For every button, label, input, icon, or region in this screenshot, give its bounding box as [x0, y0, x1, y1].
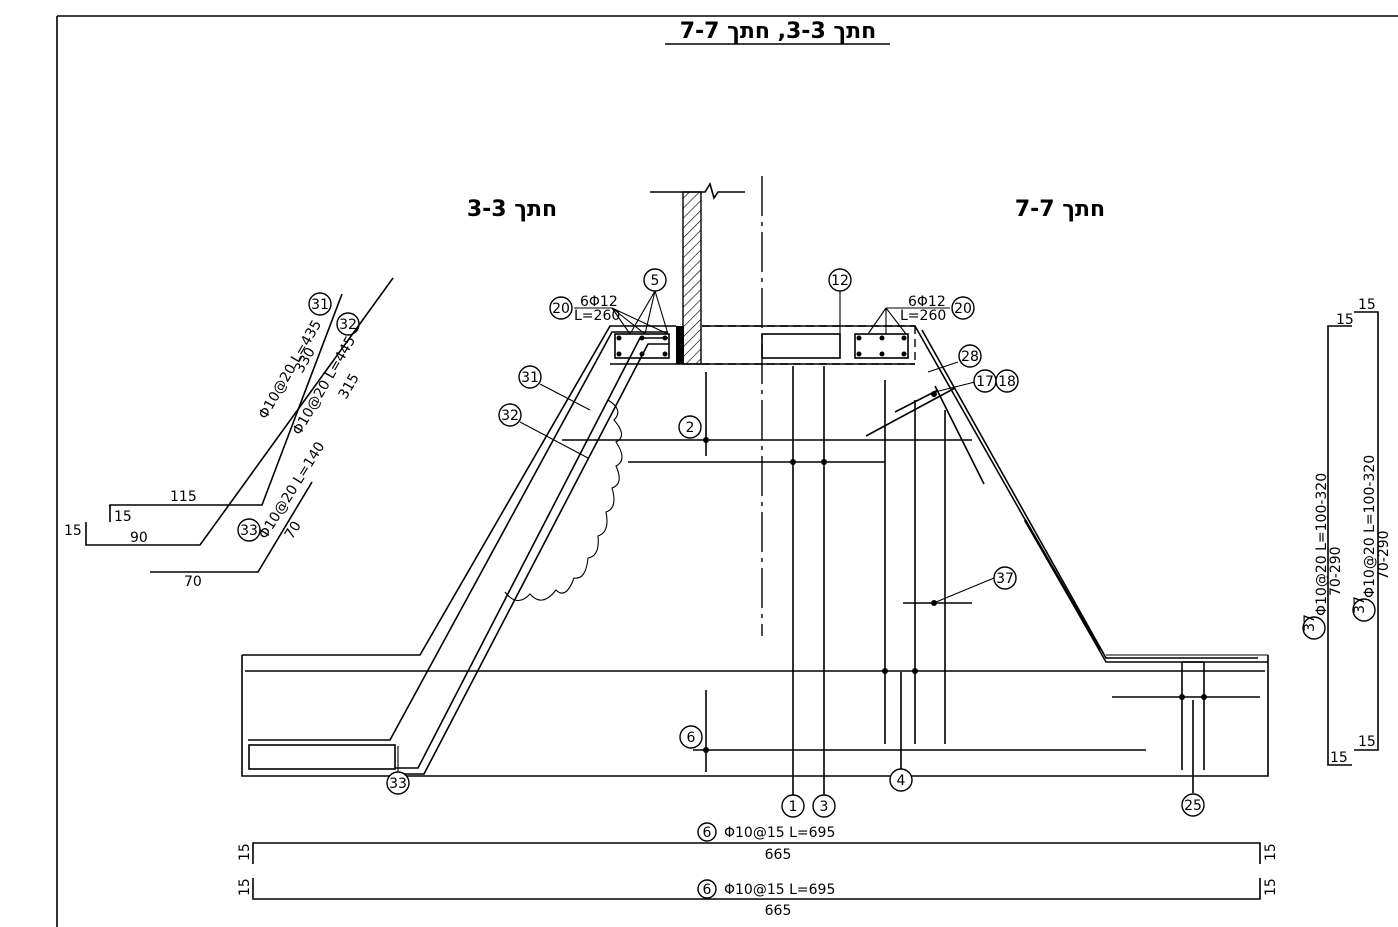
- bar-schedule-37: [1327, 311, 1379, 766]
- bar-20-right-count: 6Φ12: [908, 294, 946, 310]
- stirrup-left: [614, 333, 670, 359]
- schedule-6a-hook-left: 15: [237, 843, 253, 861]
- section-label-left: חתך 3-3: [467, 197, 557, 222]
- bar-schedule-6: [252, 842, 1261, 900]
- svg-text:6: 6: [703, 825, 712, 841]
- vertical-bars: [792, 366, 1205, 796]
- svg-text:32: 32: [339, 317, 357, 333]
- section-label-right: חתך 7-7: [1015, 197, 1105, 222]
- schedule-6b-hook-left: 15: [237, 878, 253, 896]
- drawing-title: חתך 3-3, חתך 7-7: [680, 19, 877, 44]
- schedule-6b-hook-right: 15: [1263, 878, 1279, 896]
- svg-text:4: 4: [897, 773, 906, 789]
- schedule-37b-spec: Φ10@20 L=100-320: [1362, 455, 1378, 598]
- schedule-6a-hook-right: 15: [1263, 843, 1279, 861]
- schedule-6a-spec: Φ10@15 L=695: [724, 825, 835, 841]
- schedule-37a-bottom: 15: [1330, 750, 1348, 766]
- svg-text:1: 1: [789, 799, 798, 815]
- svg-text:31: 31: [521, 370, 539, 386]
- rebar-12-bar: [761, 333, 841, 359]
- bar-20-left-length: L=260: [574, 308, 620, 324]
- svg-text:18: 18: [998, 374, 1016, 390]
- svg-text:20: 20: [954, 301, 972, 317]
- schedule-31-hook: 15: [114, 509, 132, 525]
- rebar-28: [921, 329, 1258, 659]
- schedule-32-bottom: 90: [130, 530, 148, 546]
- svg-text:20: 20: [552, 301, 570, 317]
- svg-text:6: 6: [687, 730, 696, 746]
- svg-text:37: 37: [1302, 614, 1318, 632]
- svg-text:25: 25: [1184, 798, 1202, 814]
- concrete-outline: [241, 325, 1269, 777]
- schedule-6b-length: 665: [765, 903, 792, 919]
- schedule-32-hook: 15: [64, 523, 82, 539]
- rebar-31-32: [248, 331, 669, 775]
- svg-text:5: 5: [651, 273, 660, 289]
- svg-text:33: 33: [389, 776, 407, 792]
- svg-text:32: 32: [501, 408, 519, 424]
- schedule-31-bottom: 115: [170, 489, 197, 505]
- leader-lines: [397, 290, 995, 800]
- bar-20-right-length: L=260: [900, 308, 946, 324]
- top-beam-dashed: [702, 325, 916, 365]
- formwork-curve: [504, 399, 623, 602]
- schedule-37a-sub: 70-290: [1328, 546, 1344, 596]
- svg-text:28: 28: [961, 349, 979, 365]
- schedule-33-bottom: 70: [184, 574, 202, 590]
- svg-text:31: 31: [311, 297, 329, 313]
- bubble-circles: [237, 268, 1376, 899]
- schedule-37b-sub: 70-290: [1376, 530, 1392, 580]
- schedule-37b-top: 15: [1358, 297, 1376, 313]
- schedule-6b-spec: Φ10@15 L=695: [724, 882, 835, 898]
- svg-text:3: 3: [820, 799, 829, 815]
- stirrup-right: [854, 333, 909, 359]
- schedule-6a-length: 665: [765, 847, 792, 863]
- horizontal-bars: [245, 372, 1265, 772]
- bar-20-left-count: 6Φ12: [580, 294, 618, 310]
- svg-text:33: 33: [240, 523, 258, 539]
- svg-text:37: 37: [1352, 596, 1368, 614]
- schedule-37a-spec: Φ10@20 L=100-320: [1314, 473, 1330, 616]
- sheet-frame: [56, 15, 1398, 927]
- bubble-numbers: 5 12 20 20 28 17 18 2 31 32 37 6 33 1 3 …: [240, 273, 1368, 898]
- svg-text:2: 2: [686, 420, 695, 436]
- svg-text:37: 37: [996, 571, 1014, 587]
- schedule-32-diag: 315: [336, 371, 363, 402]
- svg-text:12: 12: [831, 273, 849, 289]
- wall-section: [650, 182, 745, 365]
- intersection-dots: [703, 391, 1207, 753]
- schedule-37a-top: 15: [1336, 312, 1354, 328]
- bar-schedule-31-32-33: [85, 277, 394, 573]
- schedule-37b-bottom: 15: [1358, 734, 1376, 750]
- svg-text:17: 17: [976, 374, 994, 390]
- schedule-33-diag: 70: [282, 519, 305, 543]
- svg-text:6: 6: [703, 882, 712, 898]
